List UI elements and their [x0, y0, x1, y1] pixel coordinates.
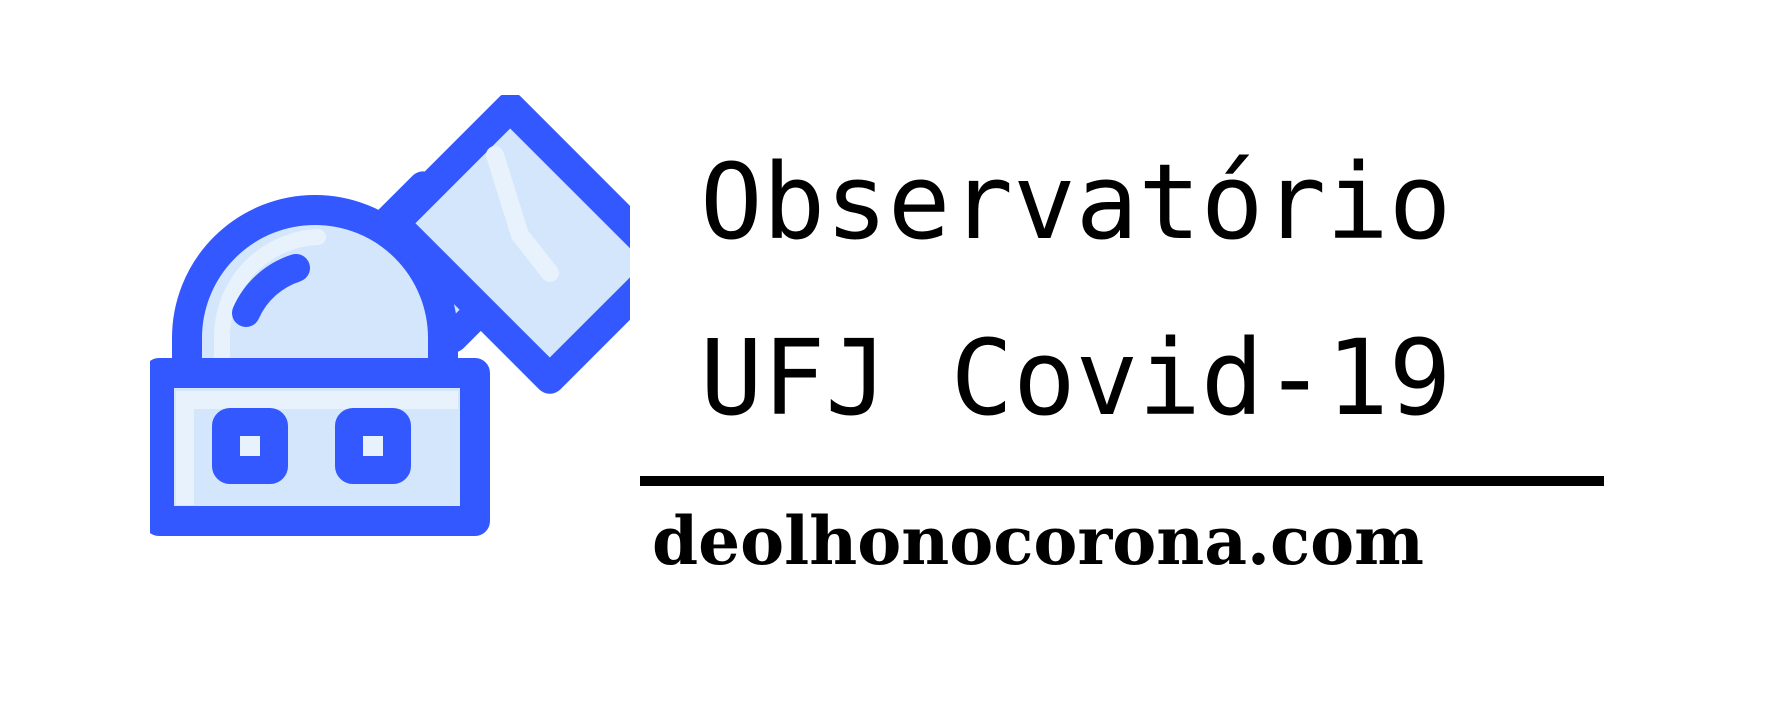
website-url: deolhonocorona.com — [652, 502, 1425, 580]
title-line-1: Observatório — [700, 141, 1452, 263]
observatory-icon — [150, 95, 630, 536]
dome — [172, 195, 458, 400]
divider — [640, 476, 1604, 486]
base-building — [150, 358, 490, 536]
title-line-2: UFJ Covid-19 — [700, 317, 1452, 439]
